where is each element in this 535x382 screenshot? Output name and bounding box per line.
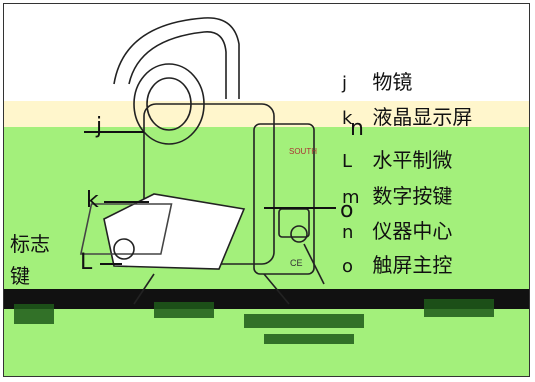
pointer-o: [264, 207, 336, 209]
legend-letter: m: [342, 187, 360, 208]
pointer-k: [104, 201, 149, 203]
legend-item-L: L 水平制微: [342, 144, 452, 173]
left-text-fragment-2: 键: [10, 264, 30, 288]
callout-k: k: [86, 188, 99, 213]
callout-n: n: [350, 116, 364, 141]
callout-o: o: [340, 198, 354, 223]
callout-L: L: [80, 250, 93, 275]
glitch-block: [244, 314, 364, 328]
legend-text: 仪器中心: [372, 219, 453, 243]
legend-item-j: j 物镜: [342, 66, 412, 95]
figure-frame: SOUTH CE j n k L o 标志 键 j 物镜 k 液晶显示屏 L 水…: [3, 3, 530, 377]
glitch-block: [154, 302, 214, 318]
legend-letter: L: [342, 151, 353, 172]
legend-letter: o: [342, 256, 354, 277]
pointer-L: [100, 263, 122, 265]
legend-text: 水平制微: [372, 148, 453, 172]
legend-text: 数字按键: [372, 184, 453, 208]
legend-item-o: o 触屏主控: [342, 249, 452, 278]
legend-letter: j: [342, 73, 348, 94]
legend-letter: k: [342, 108, 353, 129]
total-station-illustration: SOUTH CE: [79, 17, 325, 305]
legend-item-k: k 液晶显示屏: [342, 101, 472, 130]
brand-logo: SOUTH: [289, 147, 317, 156]
dark-bar: [4, 289, 529, 309]
left-text-fragment-1: 标志: [10, 232, 50, 256]
legend-item-n: n 仪器中心: [342, 215, 452, 244]
legend-item-m: m 数字按键: [342, 180, 452, 209]
legend-letter: n: [342, 222, 354, 243]
ce-mark: CE: [290, 258, 303, 268]
legend-text: 液晶显示屏: [372, 105, 473, 129]
pointer-j: [84, 131, 144, 133]
callout-j: j: [96, 114, 103, 139]
legend-text: 物镜: [372, 70, 413, 94]
legend-text: 触屏主控: [372, 253, 453, 277]
glitch-block: [264, 334, 354, 344]
glitch-block: [424, 299, 494, 317]
glitch-block: [14, 304, 54, 324]
